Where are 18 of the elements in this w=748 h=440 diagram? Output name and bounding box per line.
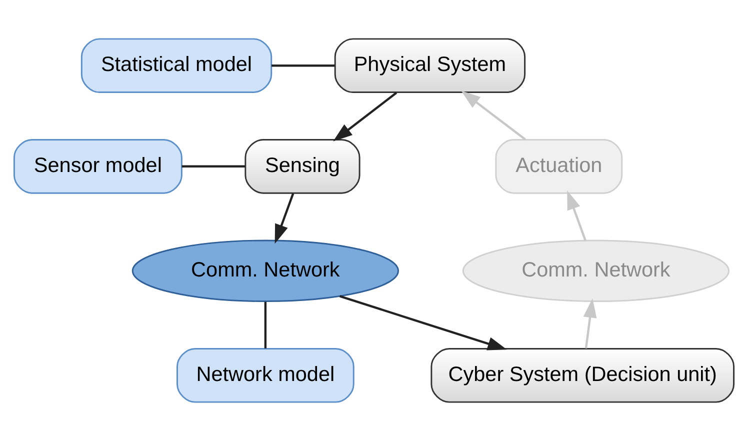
arrow [567,190,586,240]
connector [272,64,335,66]
node-ellipse: Comm. Network [462,239,730,302]
arrow [461,90,526,140]
connector [182,164,245,167]
arrow [583,298,597,348]
connector [264,301,267,348]
node-box: Statistical model [80,38,272,93]
node-box: Physical System [334,38,526,93]
arrow [333,91,398,141]
node-ellipse: Comm. Network [132,239,399,302]
node-box: Actuation [495,138,623,194]
node-box: Cyber System (Decision unit) [430,347,735,402]
arrow [339,294,507,350]
node-box: Sensor model [13,138,182,194]
node-box: Sensing [244,138,360,194]
arrow [274,192,294,244]
node-box: Network model [176,347,354,402]
